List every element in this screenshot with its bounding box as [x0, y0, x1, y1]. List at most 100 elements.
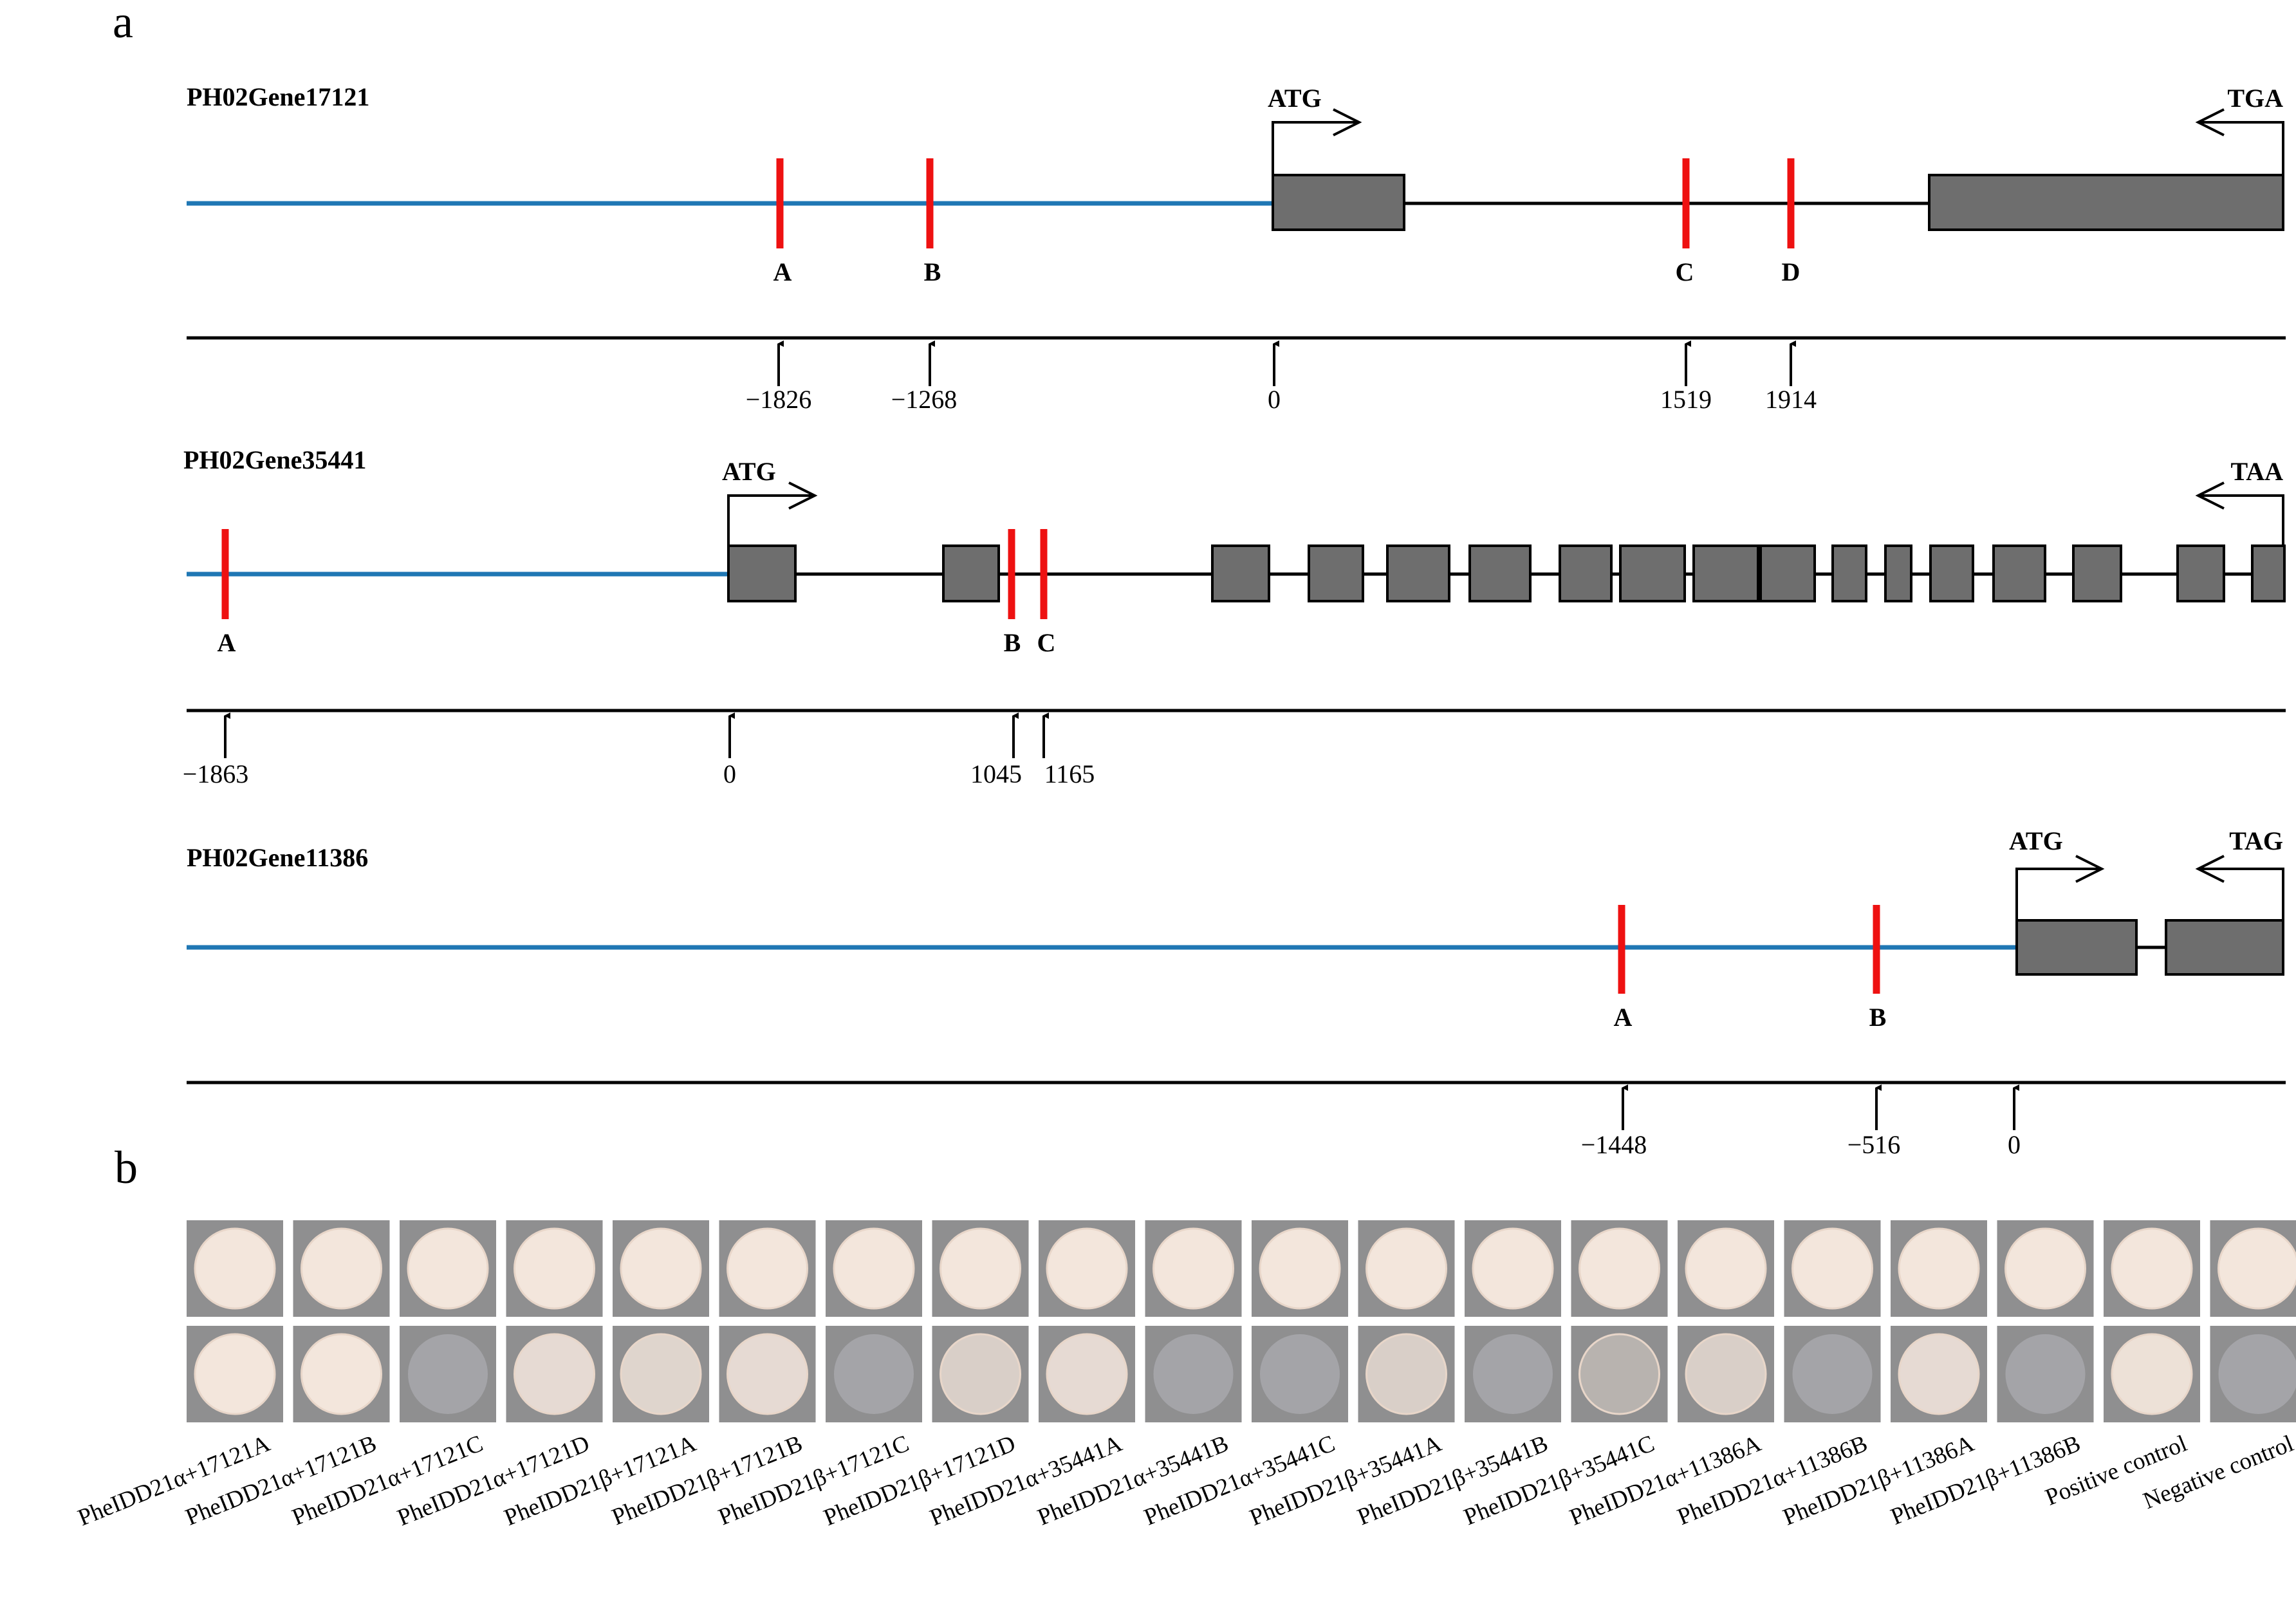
- gene-name-35441: PH02Gene35441: [183, 445, 366, 474]
- position-label: −1826: [746, 385, 812, 414]
- colony-rim: [1153, 1227, 1234, 1310]
- colony-rim: [940, 1227, 1021, 1310]
- yeast-colony: [1366, 1229, 1447, 1308]
- yeast-colony: [514, 1229, 595, 1308]
- yeast-colony: [1260, 1229, 1340, 1308]
- position-label: 0: [723, 759, 736, 788]
- yeast-colony: [940, 1334, 1021, 1414]
- yeast-colony: [1899, 1229, 1979, 1308]
- colony-rim: [301, 1227, 382, 1310]
- yeast-colony: [408, 1229, 488, 1308]
- yeast-colony: [2005, 1229, 2086, 1308]
- column-label: PheIDD21β+35441C: [1460, 1430, 1658, 1530]
- exon-box: [1211, 544, 1270, 602]
- panel-a-label: a: [113, 0, 133, 48]
- colony-rim: [1898, 1227, 1980, 1310]
- position-label: −1863: [183, 759, 249, 788]
- exon-box: [2015, 919, 2138, 976]
- yeast-colony: [301, 1334, 382, 1414]
- column-label: PheIDD21β+17121B: [608, 1430, 806, 1530]
- colony-rim: [1791, 1227, 1873, 1310]
- yeast-colony: [727, 1229, 808, 1308]
- gene-diagram-11386: PH02Gene11386 ATG TAG A B −1448 −516 0: [187, 826, 2286, 1159]
- position-label: 1045: [970, 759, 1022, 788]
- exon-box: [1468, 544, 1532, 602]
- yeast-colony: [408, 1334, 488, 1414]
- exon-box: [1884, 544, 1912, 602]
- yeast-colony: [1473, 1334, 1553, 1414]
- position-label: 1914: [1765, 385, 1817, 414]
- yeast-colony: [834, 1229, 914, 1308]
- site-label: A: [773, 257, 792, 286]
- yeast-colony: [2112, 1334, 2192, 1414]
- exon-box: [727, 544, 797, 602]
- site-label: C: [1037, 628, 1056, 657]
- start-arrow-icon: [1272, 121, 1356, 175]
- stop-arrow-icon: [2201, 494, 2284, 547]
- site-label: B: [1869, 1003, 1887, 1032]
- colony-rim: [514, 1227, 595, 1310]
- colony-rim: [1578, 1227, 1660, 1310]
- colony-rim: [1685, 1333, 1767, 1415]
- column-label: PheIDD21α+35441B: [1034, 1430, 1232, 1530]
- arrowhead: [788, 481, 818, 510]
- exon-box: [1928, 174, 2284, 231]
- arrowhead: [2075, 855, 2105, 883]
- yeast-colony-grid: [187, 1220, 2296, 1422]
- yeast-colony: [2112, 1229, 2192, 1308]
- yeast-colony: [1686, 1334, 1766, 1414]
- column-label: PheIDD21β+35441B: [1354, 1430, 1552, 1530]
- colony-rim: [1578, 1333, 1660, 1415]
- colony-rim: [1366, 1333, 1447, 1415]
- yeast-colony: [1579, 1334, 1660, 1414]
- colony-rim: [727, 1227, 808, 1310]
- position-label: 1519: [1660, 385, 1712, 414]
- exon-box: [2251, 544, 2286, 602]
- exon-box: [1692, 544, 1759, 602]
- colony-rim: [1259, 1227, 1341, 1310]
- exon-box: [1831, 544, 1867, 602]
- yeast-colony: [1792, 1334, 1873, 1414]
- site-label: A: [218, 628, 236, 657]
- yeast-colony: [1366, 1334, 1447, 1414]
- exon-box: [1929, 544, 1974, 602]
- yeast-colony: [2218, 1334, 2296, 1414]
- exon-group: [727, 544, 2286, 602]
- exon-box: [1759, 544, 1816, 602]
- arrowhead: [2195, 108, 2225, 136]
- yeast-colony: [1579, 1229, 1660, 1308]
- colony-rim: [194, 1333, 276, 1415]
- yeast-colony: [301, 1229, 382, 1308]
- colony-rim: [833, 1227, 915, 1310]
- yeast-colony: [1047, 1229, 1127, 1308]
- exon-box: [1308, 544, 1364, 602]
- position-label: 0: [2008, 1130, 2021, 1159]
- colony-rim: [620, 1333, 702, 1415]
- start-codon-label: ATG: [722, 457, 776, 486]
- yeast-colony: [834, 1334, 914, 1414]
- colony-rim: [2217, 1227, 2296, 1310]
- position-label: −1268: [891, 385, 958, 414]
- colony-rim: [514, 1333, 595, 1415]
- column-label: PheIDD21β+11386B: [1887, 1430, 2084, 1530]
- yeast-colony: [727, 1334, 808, 1414]
- arrowhead: [1333, 108, 1362, 136]
- gene-diagram-17121: PH02Gene17121 ATG TGA A B C D −1826 −126…: [187, 82, 2286, 414]
- yeast-colony: [195, 1334, 275, 1414]
- colony-rim: [2111, 1333, 2193, 1415]
- site-label: C: [1676, 257, 1694, 286]
- yeast-colony: [1260, 1334, 1340, 1414]
- start-arrow-icon: [2015, 868, 2099, 920]
- stop-codon-label: TAA: [2231, 457, 2284, 486]
- yeast-colony: [1899, 1334, 1979, 1414]
- site-label: B: [924, 257, 941, 286]
- exon-box: [1992, 544, 2046, 602]
- colony-rim: [2004, 1227, 2086, 1310]
- stop-codon-label: TAG: [2229, 826, 2283, 855]
- yeast-colony: [195, 1229, 275, 1308]
- arrowhead: [2195, 855, 2225, 883]
- exon-box: [942, 544, 1000, 602]
- gene-diagram-35441: PH02Gene35441 ATG TAA A B C −1863 0 1045…: [183, 445, 2286, 788]
- site-label: D: [1782, 257, 1801, 286]
